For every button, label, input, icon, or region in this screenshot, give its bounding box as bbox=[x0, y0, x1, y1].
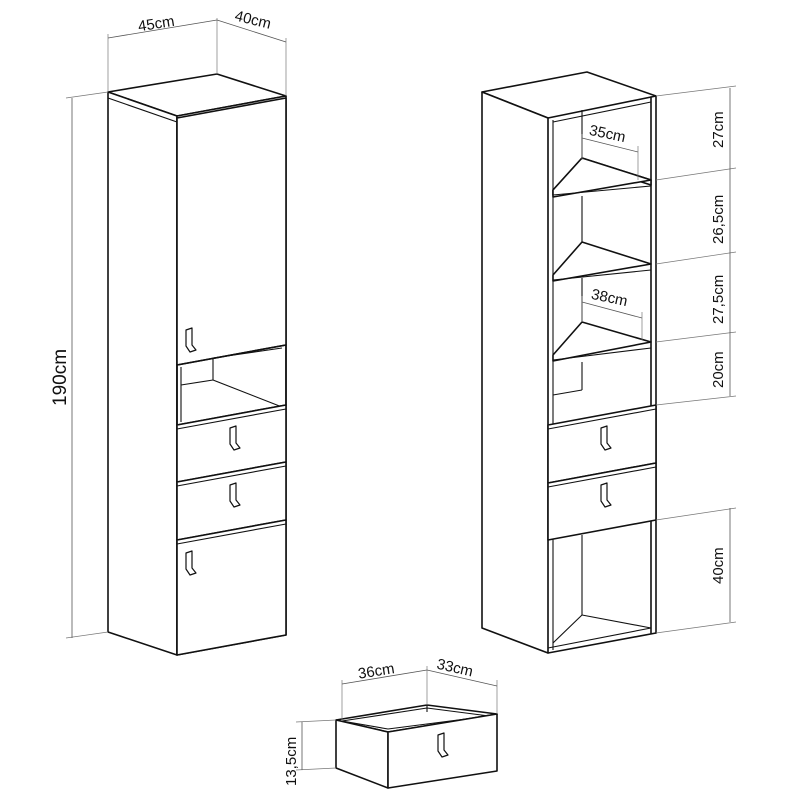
shelf-depth-upper-label: 35cm bbox=[588, 122, 627, 146]
lower-door bbox=[176, 519, 287, 656]
open-cabinet bbox=[481, 71, 657, 654]
drawer-side bbox=[335, 719, 389, 789]
drawer-width-label: 36cm bbox=[357, 660, 396, 683]
upper-door-handle-icon bbox=[185, 327, 197, 353]
shelf-1 bbox=[552, 157, 652, 198]
compartment-4-label: 20cm bbox=[710, 351, 727, 388]
lower-door-handle-icon bbox=[185, 550, 197, 576]
compartment-height-dimensions: 27cm 26,5cm 27,5cm 20cm 40cm bbox=[655, 85, 737, 634]
drawer-height-label: 13,5cm bbox=[283, 737, 300, 786]
shelf-depth-lower-label: 38cm bbox=[590, 286, 629, 310]
cabinet-height-label: 190cm bbox=[50, 349, 71, 406]
drawer-1-handle-icon bbox=[229, 425, 241, 451]
closed-cabinet bbox=[107, 73, 287, 656]
compartment-2-label: 26,5cm bbox=[710, 195, 727, 244]
drawer-depth-label: 33cm bbox=[435, 656, 475, 681]
bottom-compartment-label: 40cm bbox=[710, 547, 727, 584]
cabinet-left-side bbox=[107, 91, 178, 656]
cabinet-width-label: 45cm bbox=[137, 13, 176, 36]
compartment-3-label: 27,5cm bbox=[710, 275, 727, 324]
drawer-2-handle-icon bbox=[229, 482, 241, 508]
closed-cabinet-dimensions: 45cm 40cm 190cm bbox=[50, 7, 287, 639]
open-drawer-2-handle-icon bbox=[600, 482, 612, 508]
shelf-2 bbox=[552, 196, 652, 282]
open-cabinet-side bbox=[481, 91, 549, 654]
compartment-1-label: 27cm bbox=[710, 111, 727, 148]
drawer-box-handle-icon bbox=[437, 732, 449, 758]
drawer-box bbox=[335, 704, 498, 789]
open-niche bbox=[176, 344, 287, 426]
upper-door bbox=[176, 97, 287, 366]
cabinet-depth-label: 40cm bbox=[233, 7, 273, 32]
shelf-depth-dimensions: 35cm 38cm bbox=[581, 122, 643, 340]
open-drawer-1-handle-icon bbox=[600, 425, 612, 451]
